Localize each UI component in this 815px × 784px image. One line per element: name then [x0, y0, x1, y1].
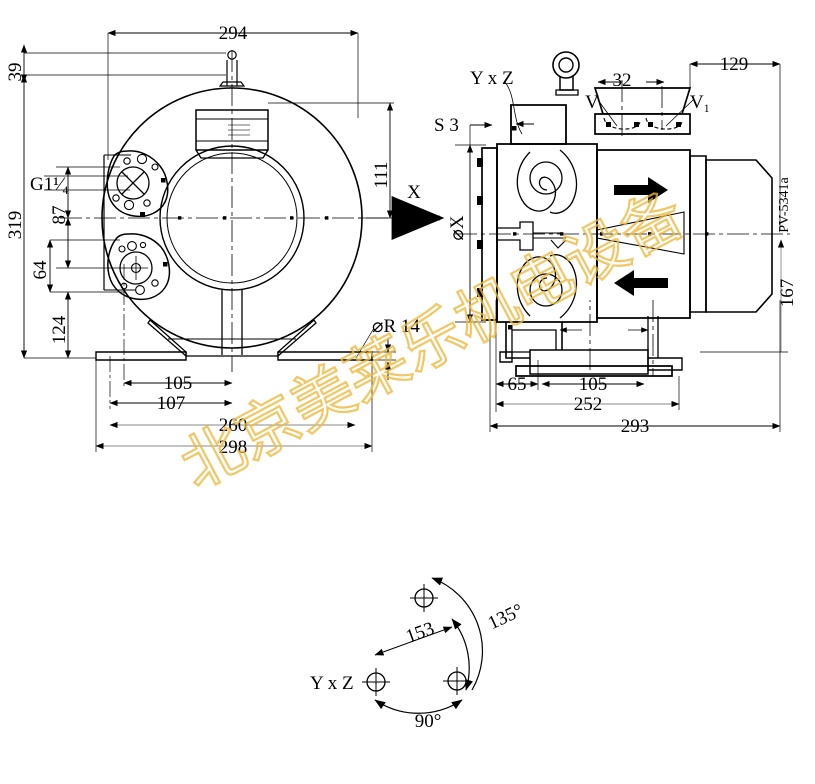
dim-64: 64: [30, 260, 51, 280]
annot-terminal-V1: V₁: [690, 92, 710, 113]
dim-65: 65: [508, 374, 527, 395]
dim-298: 298: [219, 437, 248, 458]
dim-124: 124: [49, 315, 70, 344]
dim-153: 153: [403, 618, 437, 647]
dim-252: 252: [574, 394, 603, 415]
model-code-label: PV-5341a: [777, 176, 792, 232]
annot-S3: S 3: [434, 115, 459, 136]
dim-129: 129: [720, 54, 749, 75]
dim-111: 111: [371, 161, 392, 188]
bolt-pattern-detail: [362, 577, 484, 714]
annot-YxZ-detail: Y x Z: [310, 673, 354, 694]
angle-135: 135°: [485, 600, 527, 634]
annot-thread-G114: G1¹⁄₄: [30, 174, 69, 195]
angle-90: 90°: [415, 711, 442, 732]
dim-105-side: 105: [579, 374, 608, 395]
annot-terminal-V: V: [585, 92, 599, 113]
dim-32: 32: [613, 70, 632, 91]
annot-bore-X: ⌀X: [447, 215, 468, 240]
annot-axis-X: X: [407, 182, 421, 203]
side-view-dimensions: [455, 60, 788, 432]
front-view-geometry: [60, 50, 404, 372]
dim-105-front: 105: [164, 373, 193, 394]
dim-87: 87: [49, 206, 70, 225]
front-view-dimensions: [20, 29, 445, 452]
dim-167: 167: [777, 279, 798, 308]
dim-293: 293: [621, 416, 650, 437]
side-view-geometry: [455, 51, 790, 377]
dimension-text-layer: 294 39 319 87 64 124 111 105 107 260 298…: [5, 23, 798, 732]
dim-294: 294: [219, 23, 248, 44]
dim-260: 260: [219, 415, 248, 436]
dim-39: 39: [5, 63, 26, 82]
dim-319: 319: [5, 211, 26, 240]
dim-107: 107: [157, 393, 186, 414]
annot-R14: ⌀R 14: [372, 316, 420, 337]
annot-YxZ-side: Y x Z: [470, 68, 514, 89]
